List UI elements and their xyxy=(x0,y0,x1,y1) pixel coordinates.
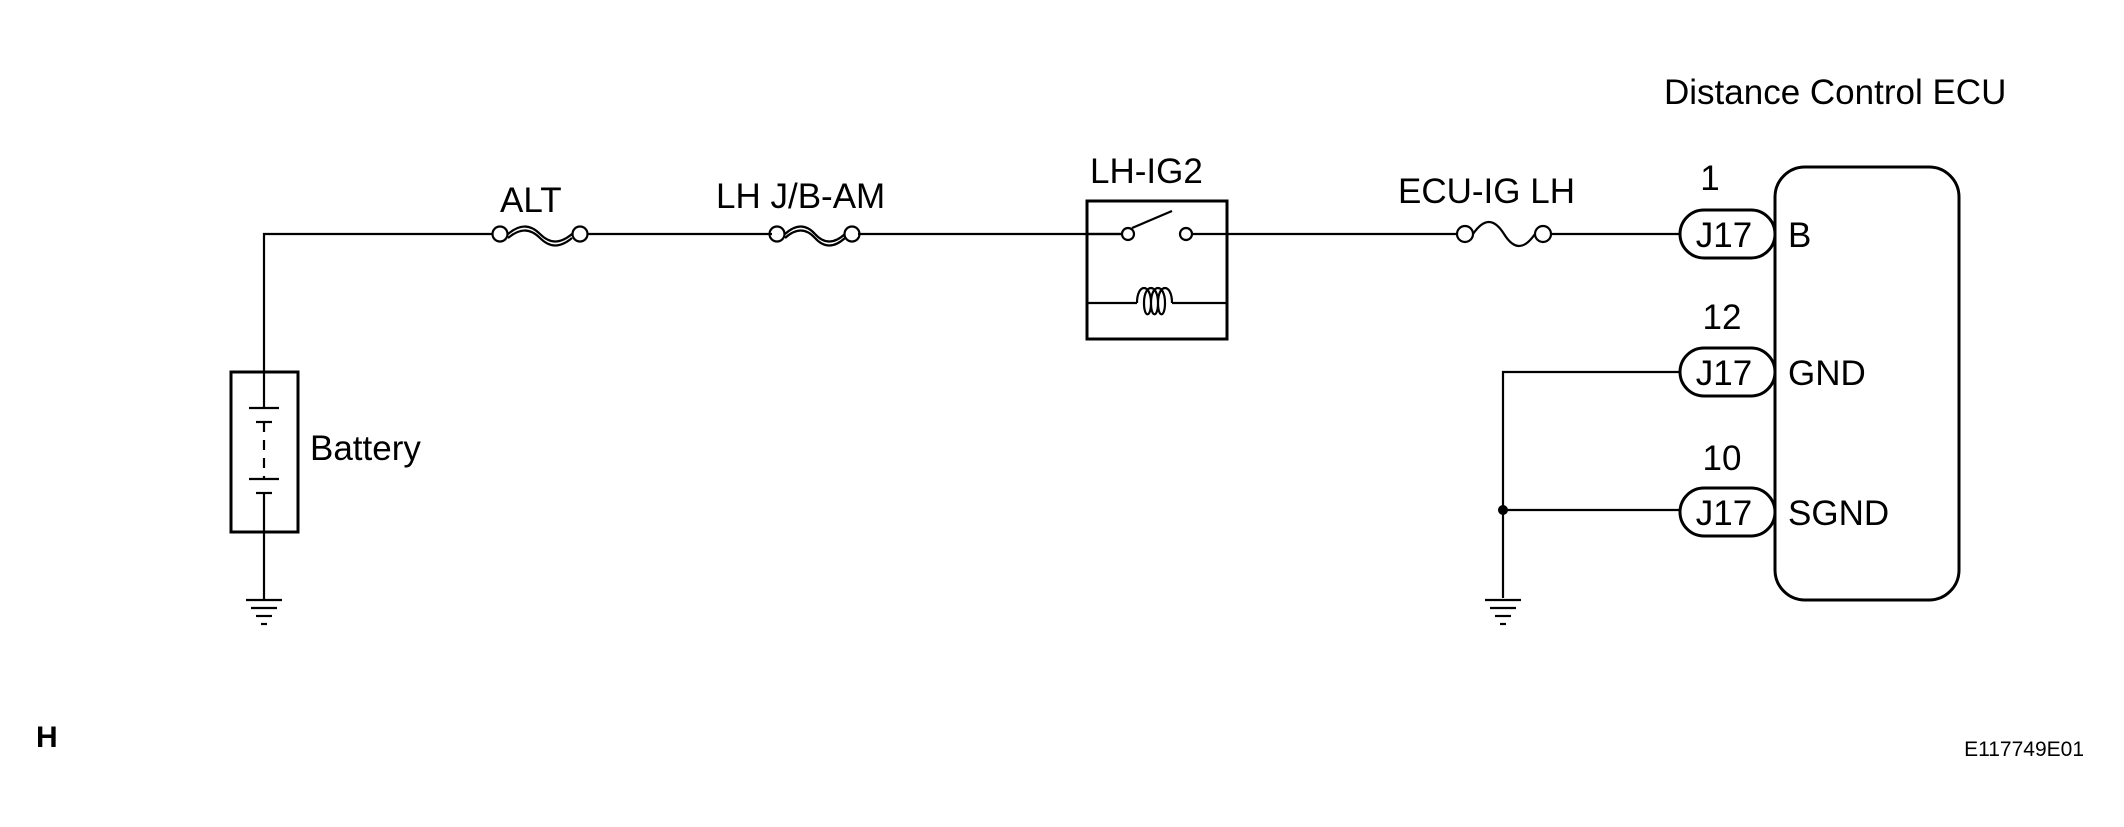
figure-id: E117749E01 xyxy=(1964,738,2084,761)
connector-j17-sgnd xyxy=(1678,486,1777,538)
alt-fuse-label: ALT xyxy=(500,181,562,220)
connector-j17-b xyxy=(1678,208,1777,260)
alt-fuse-icon xyxy=(491,225,589,247)
lh-jb-am-fuse-label: LH J/B-AM xyxy=(716,177,885,216)
ecu-ig-lh-fuse-icon xyxy=(1455,220,1553,248)
ecu-title: Distance Control ECU xyxy=(1664,73,2006,112)
pin-gnd-connector: J17 xyxy=(1696,354,1752,393)
pin-sgnd-number: 10 xyxy=(1703,439,1742,478)
ecu-ig-lh-fuse-label: ECU-IG LH xyxy=(1398,172,1575,211)
pin-sgnd-signal: SGND xyxy=(1788,494,1889,533)
pin-gnd-group: 12 J17 GND xyxy=(1678,298,1866,398)
lh-ig2-relay-icon xyxy=(1085,199,1229,341)
pin-b-group: 1 J17 B xyxy=(1678,159,1811,260)
ecu-ground-wire xyxy=(1498,370,1680,598)
lh-ig2-relay-label: LH-IG2 xyxy=(1090,152,1203,191)
ecu-ground-icon xyxy=(1485,598,1521,626)
pin-gnd-number: 12 xyxy=(1703,298,1742,337)
pin-gnd-signal: GND xyxy=(1788,354,1866,393)
battery-ground-icon xyxy=(246,532,282,626)
battery-label: Battery xyxy=(310,429,421,468)
main-feed-wire xyxy=(262,232,1680,372)
pin-b-number: 1 xyxy=(1700,159,1719,198)
battery-symbol xyxy=(229,370,300,534)
pin-sgnd-group: 10 J17 SGND xyxy=(1678,439,1889,538)
splice-point xyxy=(1498,505,1508,515)
section-letter: H xyxy=(36,721,58,754)
ecu-body xyxy=(1773,165,1961,602)
lh-jb-am-fuse-icon xyxy=(768,225,861,247)
pin-sgnd-connector: J17 xyxy=(1696,494,1752,533)
pin-b-connector: J17 xyxy=(1696,216,1752,255)
pin-b-signal: B xyxy=(1788,216,1811,255)
